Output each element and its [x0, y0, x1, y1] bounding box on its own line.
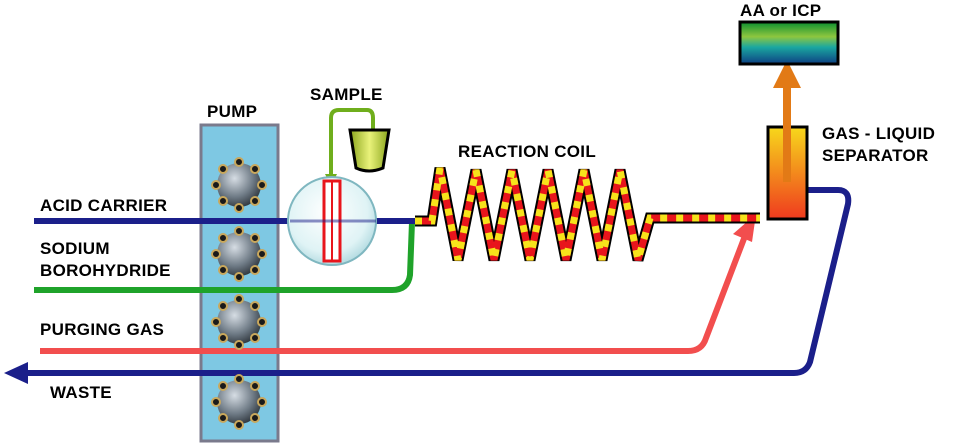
sodium-label: SODIUM [40, 239, 110, 258]
pump-rollers [211, 157, 267, 430]
purging-gas-label: PURGING GAS [40, 320, 165, 339]
separator-label-line2: SEPARATOR [822, 146, 929, 165]
borohydride-label: BOROHYDRIDE [40, 261, 171, 280]
pump-roller [211, 374, 267, 430]
detector-box [738, 20, 840, 66]
waste-arrowhead [4, 362, 28, 384]
sample-label: SAMPLE [310, 85, 383, 104]
sample-cup [348, 128, 391, 173]
vapor-arrowhead [773, 60, 801, 88]
waste-line [28, 187, 852, 376]
separator-label-line1: GAS - LIQUID [822, 124, 936, 143]
pump-roller [211, 157, 267, 213]
acid-carrier-label: ACID CARRIER [40, 196, 168, 215]
pump-roller [211, 294, 267, 350]
detector-label: AA or ICP [740, 1, 822, 20]
purging-gas-line [40, 234, 748, 354]
reaction-coil-label: REACTION COIL [458, 142, 597, 161]
pump-roller [211, 226, 267, 282]
waste-label: WASTE [50, 383, 112, 402]
sample-tube [329, 108, 375, 180]
reaction-coil [415, 166, 760, 262]
borohydride-line [34, 221, 415, 293]
pump-label: PUMP [207, 102, 258, 121]
